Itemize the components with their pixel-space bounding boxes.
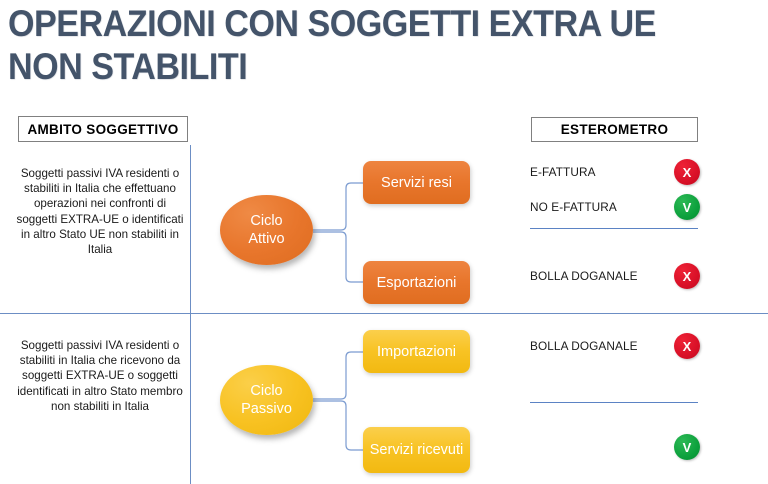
label-e-fattura: E-FATTURA (530, 164, 596, 179)
badge-v-icon: V (674, 434, 700, 460)
row-no-e-fattura: NO E-FATTURA V (530, 192, 700, 222)
node-ciclo-attivo[interactable]: Ciclo Attivo (220, 195, 313, 265)
description-ciclo-attivo: Soggetti passivi IVA residenti o stabili… (16, 167, 184, 257)
badge-x-icon: X (674, 333, 700, 359)
vertical-divider (190, 145, 192, 484)
label-bolla-doganale-attivo: BOLLA DOGANALE (530, 268, 638, 283)
header-esterometro: ESTEROMETRO (531, 117, 698, 142)
row-servizi-ricevuti-esito: V (530, 432, 700, 462)
horizontal-divider (0, 313, 768, 315)
node-esportazioni[interactable]: Esportazioni (363, 261, 470, 304)
description-ciclo-passivo: Soggetti passivi IVA residenti o stabili… (17, 339, 183, 413)
label-bolla-doganale-passivo: BOLLA DOGANALE (530, 338, 638, 353)
page-title: OPERAZIONI CON SOGGETTI EXTRA UE NON STA… (8, 3, 656, 87)
node-importazioni[interactable]: Importazioni (363, 330, 470, 373)
node-ciclo-passivo[interactable]: Ciclo Passivo (220, 365, 313, 435)
badge-v-icon: V (674, 194, 700, 220)
row-bolla-doganale-attivo: BOLLA DOGANALE X (530, 258, 700, 294)
ciclo-attivo-line2: Attivo (248, 231, 285, 247)
ciclo-passivo-line1: Ciclo (250, 382, 283, 399)
badge-x-icon: X (674, 263, 700, 289)
ciclo-passivo-line2: Passivo (241, 401, 292, 417)
esterometro-divider-bottom (530, 402, 698, 404)
node-servizi-resi[interactable]: Servizi resi (363, 161, 470, 204)
badge-x-icon: X (674, 159, 700, 185)
node-servizi-ricevuti[interactable]: Servizi ricevuti (363, 427, 470, 473)
row-e-fattura: E-FATTURA X (530, 157, 700, 187)
ciclo-attivo-line1: Ciclo (250, 212, 283, 229)
label-no-e-fattura: NO E-FATTURA (530, 199, 617, 214)
esterometro-divider-top (530, 228, 698, 230)
header-ambito-soggettivo: AMBITO SOGGETTIVO (18, 116, 188, 142)
row-bolla-doganale-passivo: BOLLA DOGANALE X (530, 328, 700, 364)
